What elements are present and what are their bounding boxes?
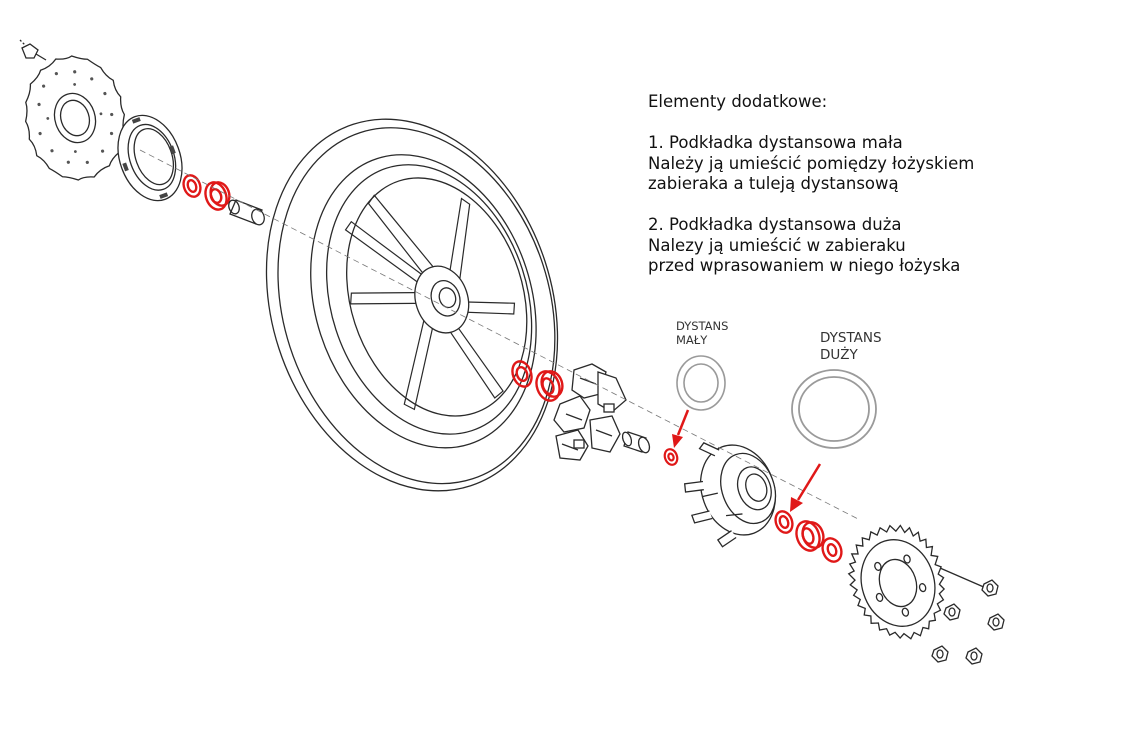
large-spacer-label: DYSTANS DUŻY	[820, 330, 882, 364]
note-item2-title: 2. Podkładka dystansowa duża	[648, 215, 902, 234]
speed-sensor-ring	[117, 114, 183, 202]
large-spacer-label-line1: DYSTANS	[820, 330, 882, 346]
small-spacer-label: DYSTANS MAŁY	[676, 319, 728, 347]
note-item1-line1: Należy ją umieścić pomiędzy łożyskiem	[648, 153, 975, 173]
note-item1-line2: zabieraka a tuleją dystansową	[648, 174, 899, 193]
brake-disc-bolt	[19, 39, 47, 61]
note-item1-title: 1. Podkładka dystansowa mała	[648, 133, 903, 152]
small-spacer-washer	[663, 448, 679, 466]
small-spacer-detail	[676, 355, 726, 411]
note-item2-line2: przed wprasowaniem w niego łożyska	[648, 256, 961, 275]
rear-wheel	[265, 118, 559, 492]
spacer-sleeve	[228, 199, 265, 226]
collar	[621, 431, 651, 454]
sprocket-nuts	[931, 567, 1005, 665]
brake-disc	[24, 55, 126, 181]
large-spacer-label-line2: DUŻY	[820, 347, 858, 363]
hub-bearing	[511, 360, 564, 402]
notes-heading: Elementy dodatkowe:	[648, 92, 828, 111]
rear-sprocket	[847, 524, 946, 640]
arrow-small-spacer	[672, 409, 690, 448]
additional-elements-note: Elementy dodatkowe: 1. Podkładka dystans…	[648, 92, 974, 277]
large-spacer-detail	[791, 369, 877, 449]
small-spacer-label-line1: DYSTANS	[676, 319, 729, 333]
carrier-bearing	[795, 520, 843, 563]
large-spacer-washer	[774, 510, 794, 534]
small-spacer-label-line2: MAŁY	[676, 333, 708, 347]
sprocket-carrier	[683, 442, 777, 548]
note-item2-line1: Nalezy ją umieścić w zabieraku	[648, 235, 906, 255]
arrow-large-spacer	[790, 463, 822, 512]
wheel-bearing	[182, 174, 231, 211]
cush-drive-rubbers	[553, 363, 627, 461]
